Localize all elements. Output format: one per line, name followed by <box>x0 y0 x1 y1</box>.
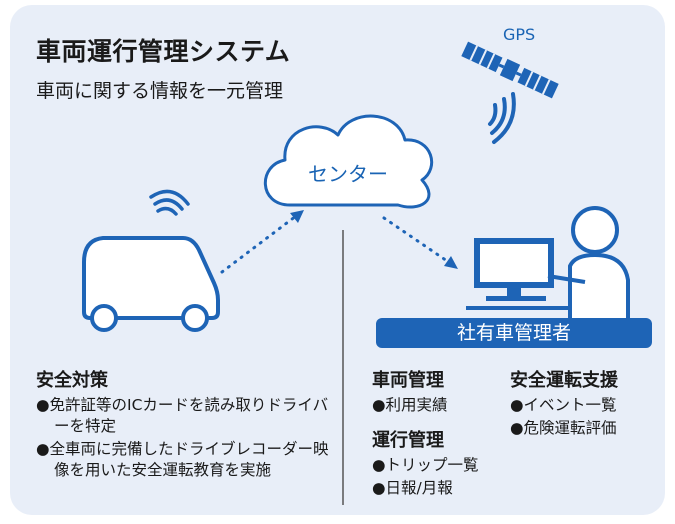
admin-badge: 社有車管理者 <box>376 318 652 348</box>
center-to-admin-arrow <box>382 216 458 269</box>
satellite-signal-icon <box>488 92 516 144</box>
vehicle-signal-icon <box>149 189 190 216</box>
gps-label: GPS <box>503 25 536 44</box>
page-title: 車両運行管理システム <box>36 37 291 66</box>
operation-mgmt-heading: 運行管理 <box>372 430 444 451</box>
list-item: ●危険運転評価 <box>510 419 617 437</box>
safety-heading: 安全対策 <box>36 370 108 391</box>
admin-user-icon <box>466 206 630 318</box>
center-label: センター <box>308 162 388 186</box>
list-item: ●トリップ一覧 <box>372 456 479 474</box>
vehicle-mgmt-heading: 車両管理 <box>372 370 444 391</box>
list-item: ●利用実績 <box>372 396 448 414</box>
page-subtitle: 車両に関する情報を一元管理 <box>36 80 284 102</box>
vehicle-icon <box>82 236 220 332</box>
list-item: ●日報/月報 <box>372 479 453 497</box>
list-item: ●免許証等のICカードを読み取りドライバーを特定 <box>36 396 329 435</box>
cloud-icon <box>263 114 434 209</box>
vehicle-to-center-arrow <box>220 210 304 274</box>
list-item: ●イベント一覧 <box>510 396 617 414</box>
safety-list: ●免許証等のICカードを読み取りドライバーを特定 ●全車両に完備したドライブレコ… <box>36 395 336 483</box>
satellite-icon <box>461 41 559 99</box>
list-item: ●全車両に完備したドライブレコーダー映像を用いた安全運転教育を実施 <box>36 440 329 479</box>
safe-driving-heading: 安全運転支援 <box>510 370 618 391</box>
